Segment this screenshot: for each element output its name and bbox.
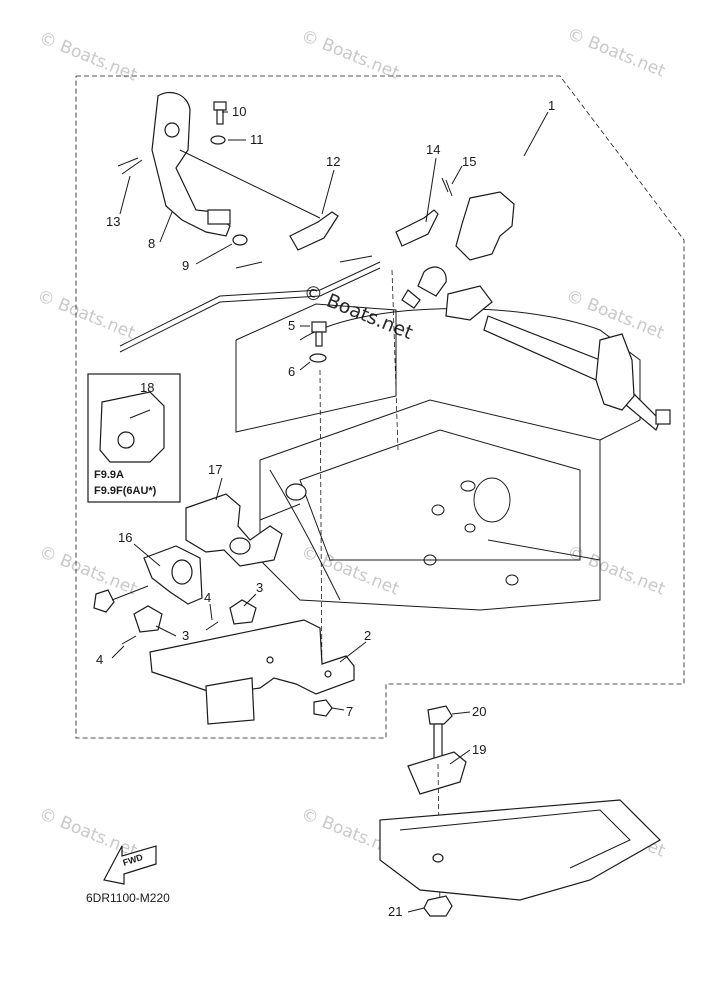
callout-label: 11 xyxy=(250,132,264,147)
callout-labels: 1 2 3 3 4 4 5 6 7 8 9 10 11 12 13 14 15 … xyxy=(96,98,555,919)
bracket-link xyxy=(259,503,301,521)
callout-label: 9 xyxy=(182,258,189,273)
callout-label: 12 xyxy=(326,154,340,169)
watermark: © Boats.net xyxy=(36,542,140,600)
inset-part-hole xyxy=(117,431,135,449)
guide-box xyxy=(235,303,397,433)
callout-label: 6 xyxy=(288,364,295,379)
bolt-10-shank xyxy=(216,109,224,125)
bolt-10 xyxy=(213,101,227,111)
block-3-left xyxy=(133,605,163,633)
callout-label: 15 xyxy=(462,154,476,169)
bolt-5-shank xyxy=(315,331,323,347)
shift-rod-end xyxy=(655,409,671,425)
shift-arm xyxy=(595,333,635,411)
bolt-shank xyxy=(111,585,149,601)
bracket-17 xyxy=(185,493,283,567)
callout-label: 2 xyxy=(364,628,371,643)
linkage-bushing xyxy=(417,266,447,297)
bracket-boss xyxy=(285,483,307,501)
callout-label: 17 xyxy=(208,462,222,477)
callout-label: 20 xyxy=(472,704,486,719)
o-ring xyxy=(232,234,248,246)
block-3-right xyxy=(229,599,257,625)
callout-label: 4 xyxy=(204,590,211,605)
bushing-16-bore xyxy=(171,559,193,585)
assembly-boundary xyxy=(75,75,685,739)
callout-label: 1 xyxy=(548,98,555,113)
callout-label: 19 xyxy=(472,742,486,757)
pin-4-right xyxy=(205,621,219,631)
model-label: F9.9A xyxy=(94,469,124,481)
watermark: © Boats.net xyxy=(298,542,402,600)
bolt-head xyxy=(93,589,115,613)
washer-11 xyxy=(210,135,226,145)
watermark: © Boats.net xyxy=(36,804,140,862)
bracket-17-bore xyxy=(229,537,251,555)
lower-bracket-hole xyxy=(432,853,444,863)
nut-7 xyxy=(313,699,333,717)
bolt-20-head xyxy=(427,705,453,725)
plate-hole xyxy=(324,670,332,678)
plate-2-tab xyxy=(205,677,255,725)
callout-label: 4 xyxy=(96,652,103,667)
clip-13 xyxy=(117,157,143,175)
leader-lines xyxy=(111,111,471,913)
leader-1 xyxy=(523,111,549,157)
reference-code: 6DR1100-M220 xyxy=(86,891,170,905)
lower-bracket xyxy=(379,799,661,901)
callout-label: 21 xyxy=(388,904,402,919)
callout-label: 14 xyxy=(426,142,440,157)
bolt-5 xyxy=(311,321,327,333)
washer-6 xyxy=(309,353,327,363)
callout-label: 3 xyxy=(182,628,189,643)
bolt-axis xyxy=(319,369,323,681)
rod-axis xyxy=(391,269,399,451)
linkage-arm xyxy=(445,285,493,321)
callout-label: 13 xyxy=(106,214,120,229)
pin-4-left xyxy=(121,635,137,645)
callout-label: 5 xyxy=(288,318,295,333)
callout-label: 8 xyxy=(148,236,155,251)
cable-joint-12 xyxy=(289,211,339,251)
watermark: © Boats.net xyxy=(298,26,402,84)
throttle-cable xyxy=(119,255,381,353)
callout-label: 7 xyxy=(346,704,353,719)
linkage-clip xyxy=(401,289,421,309)
lever-boss xyxy=(207,209,231,225)
model-label: F9.9F(6AU*) xyxy=(94,485,157,497)
plate-2 xyxy=(149,619,355,695)
cable-joint-14 xyxy=(395,209,439,247)
shift-linkage xyxy=(455,191,515,261)
watermark: © Boats.net xyxy=(564,24,668,82)
callout-label: 18 xyxy=(140,380,154,395)
nut-21 xyxy=(423,895,453,917)
callout-label: 3 xyxy=(256,580,263,595)
callout-label: 10 xyxy=(232,104,246,119)
clip-15 xyxy=(441,177,453,197)
lower-bracket-edge xyxy=(399,809,631,869)
lever-hole xyxy=(164,122,180,138)
inset-part-18 xyxy=(99,391,165,463)
plate-hole xyxy=(266,656,274,664)
lever-link-line xyxy=(179,149,321,219)
fwd-arrow-icon: FWD xyxy=(103,845,157,885)
watermark: © Boats.net xyxy=(34,286,138,344)
watermark: © Boats.net xyxy=(36,28,140,86)
callout-label: 16 xyxy=(118,530,132,545)
watermark: © Boats.net xyxy=(563,286,667,344)
